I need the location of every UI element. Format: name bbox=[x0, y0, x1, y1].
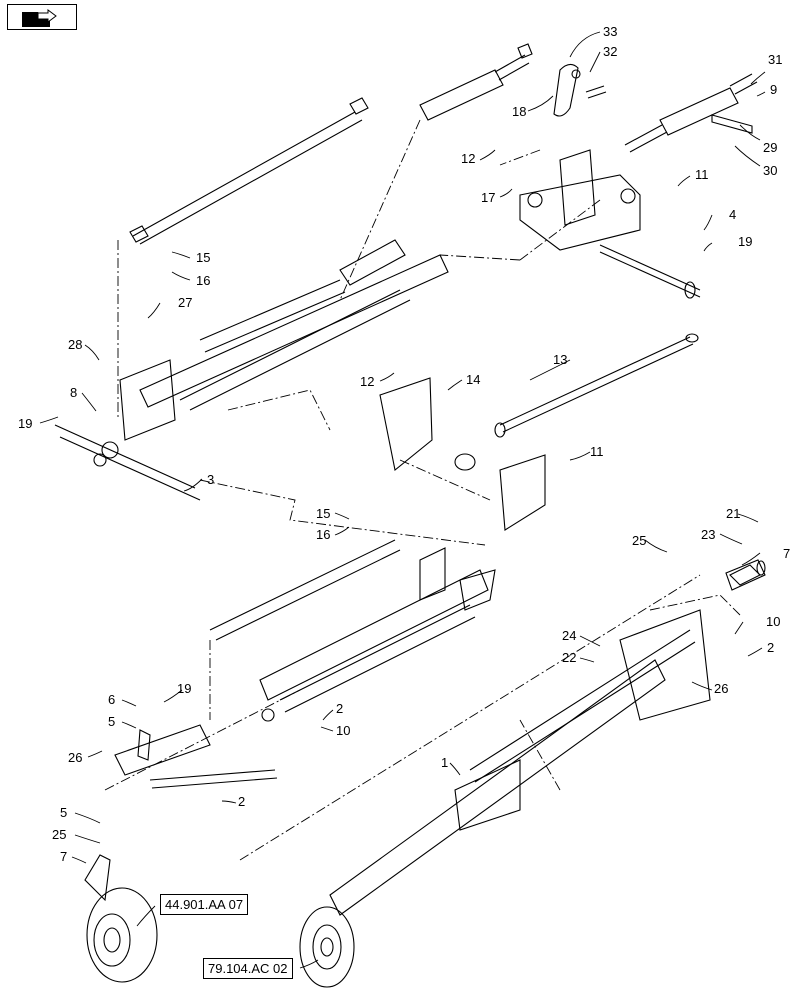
folder-arrow-icon[interactable] bbox=[7, 4, 77, 30]
callout-3: 3 bbox=[207, 472, 214, 487]
callout-33: 33 bbox=[603, 24, 617, 39]
callout-1: 1 bbox=[441, 755, 448, 770]
callout-16a: 16 bbox=[196, 273, 210, 288]
callout-15b: 15 bbox=[316, 506, 330, 521]
callout-5b: 5 bbox=[60, 805, 67, 820]
callout-31: 31 bbox=[768, 52, 782, 67]
upper-cylinder bbox=[419, 43, 533, 121]
wheel-reference-text: 44.901.AA 07 bbox=[165, 897, 244, 912]
callout-12b: 12 bbox=[360, 374, 374, 389]
callout-17: 17 bbox=[481, 190, 495, 205]
callout-18: 18 bbox=[512, 104, 526, 119]
callout-7a-label: 7 bbox=[60, 849, 67, 864]
callout-32: 32 bbox=[603, 44, 617, 59]
callout-12a: 12 bbox=[461, 151, 475, 166]
leader-lines bbox=[39, 31, 766, 969]
callout-2b: 2 bbox=[336, 701, 343, 716]
castor-wheel bbox=[84, 854, 158, 983]
upper-frame bbox=[119, 239, 449, 441]
wheel-reference-box[interactable]: 44.901.AA 07 bbox=[160, 894, 249, 915]
callout-labels: 33 32 18 31 9 29 30 12 11 17 4 19 15 16 … bbox=[18, 24, 790, 864]
hub-reference-box[interactable]: 79.104.AC 02 bbox=[203, 958, 293, 979]
middle-frame bbox=[209, 539, 496, 722]
lift-cylinder bbox=[725, 559, 766, 591]
callout-10a: 10 bbox=[766, 614, 780, 629]
pivot-bracket bbox=[553, 63, 579, 117]
callout-13: 13 bbox=[553, 352, 567, 367]
callout-25-label: 25 bbox=[52, 827, 66, 842]
callout-9: 7 bbox=[783, 546, 790, 561]
right-cylinder bbox=[624, 73, 758, 153]
callout-30: 30 bbox=[763, 163, 777, 178]
callout-19a: 19 bbox=[738, 234, 752, 249]
folder-arrow-glyph bbox=[22, 9, 57, 27]
callout-8: 8 bbox=[70, 385, 77, 400]
callout-22a: 23 bbox=[701, 527, 715, 542]
callout-11a: 11 bbox=[695, 167, 709, 182]
castor-mount bbox=[114, 724, 278, 789]
callout-14: 14 bbox=[466, 372, 480, 387]
tie-rod bbox=[494, 333, 699, 438]
callout-29: 29 bbox=[763, 140, 777, 155]
callout-19b: 19 bbox=[18, 416, 32, 431]
hub-reference-text: 79.104.AC 02 bbox=[208, 961, 288, 976]
callout-22b: 24 bbox=[562, 628, 576, 643]
assembly-lines bbox=[104, 119, 741, 861]
callout-10b: 10 bbox=[336, 723, 350, 738]
lower-right-frame bbox=[329, 564, 761, 916]
callout-2a: 2 bbox=[767, 640, 774, 655]
callout-26-label: 26 bbox=[68, 750, 82, 765]
middle-plates bbox=[379, 377, 546, 531]
hub-wheel bbox=[299, 906, 355, 988]
callout-24: 26 bbox=[714, 681, 728, 696]
callout-2c: 2 bbox=[238, 794, 245, 809]
right-hitch bbox=[519, 149, 701, 299]
callout-15a: 15 bbox=[196, 250, 210, 265]
callout-16b: 16 bbox=[316, 527, 330, 542]
callout-6: 6 bbox=[108, 692, 115, 707]
callout-27: 27 bbox=[178, 295, 192, 310]
link-plate bbox=[711, 114, 753, 134]
callout-19c: 19 bbox=[177, 681, 191, 696]
callout-20: 21 bbox=[726, 506, 740, 521]
callout-7b: 9 bbox=[770, 82, 777, 97]
cross-bar bbox=[54, 424, 201, 501]
callout-28: 28 bbox=[68, 337, 82, 352]
callout-21: 22 bbox=[562, 650, 576, 665]
callout-4: 4 bbox=[729, 207, 736, 222]
callout-23: 25 bbox=[632, 533, 646, 548]
callout-11b: 11 bbox=[590, 444, 604, 459]
callout-5a: 5 bbox=[108, 714, 115, 729]
upper-left-rod bbox=[129, 97, 369, 245]
